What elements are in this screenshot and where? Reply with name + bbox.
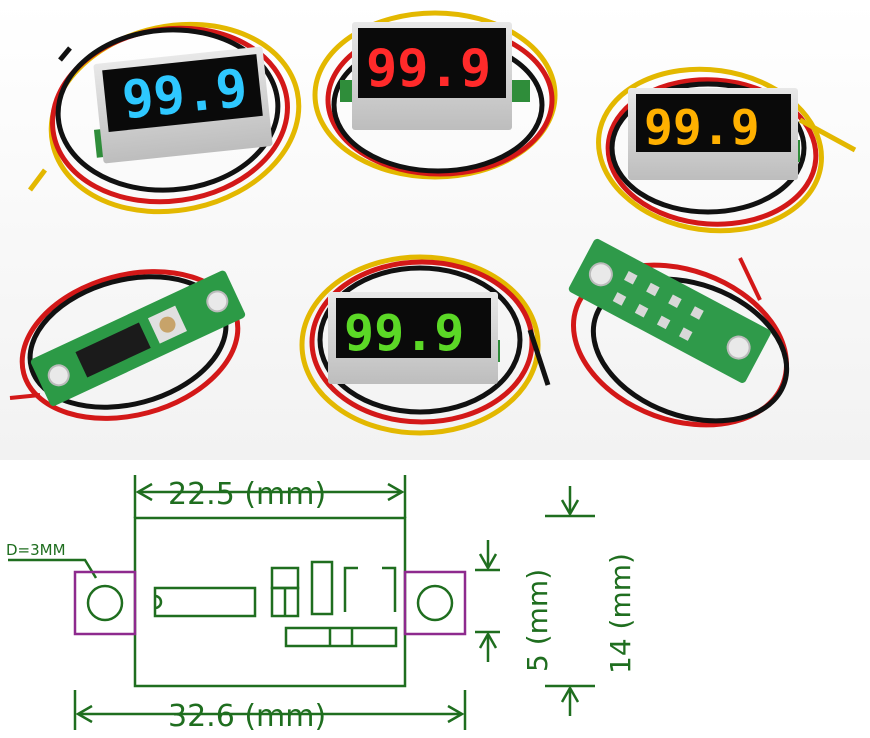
- voltmeter-blue: 99.9: [28, 21, 302, 215]
- voltmeter-green: 99.9: [299, 254, 551, 436]
- outer-height-label: 14 (mm): [604, 553, 637, 674]
- display-digits-amber: 99.9: [644, 100, 760, 156]
- product-photo: 99.9 99.9 99.9: [0, 0, 870, 460]
- display-digits-blue: 99.9: [119, 58, 250, 131]
- display-digits-red: 99.9: [366, 39, 491, 99]
- inner-height-label: 5 (mm): [521, 569, 554, 672]
- module-body-outline: [133, 516, 407, 688]
- voltmeter-amber: 99.9: [596, 66, 857, 234]
- voltmeter-back-components: [9, 269, 246, 421]
- voltmeter-red: 99.9: [312, 10, 558, 180]
- hole-diameter-label: D=3MM: [6, 541, 66, 559]
- voltmeter-back-pads: [568, 238, 790, 428]
- inner-width-label: 22.5 (mm): [168, 477, 326, 512]
- outer-width-label: 32.6 (mm): [168, 699, 326, 734]
- mounting-tabs: [73, 570, 467, 636]
- dimension-drawing: D=3MM 22.5 (mm) 32.6 (mm) 5 (mm) 14 (mm): [6, 475, 637, 734]
- display-digits-green: 99.9: [344, 304, 464, 362]
